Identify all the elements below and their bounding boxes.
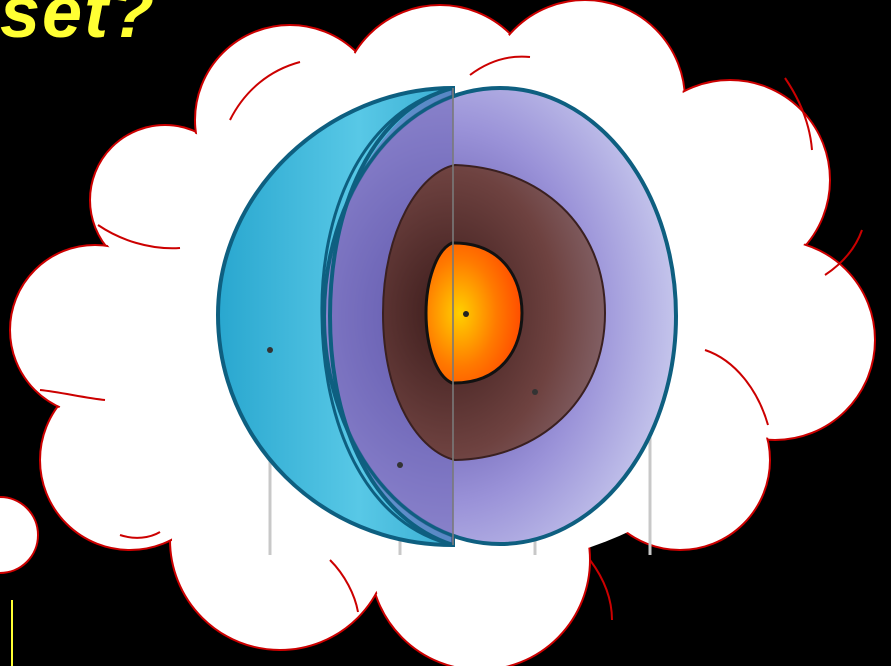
slide-title-fragment: set? (0, 0, 157, 53)
small-thought-circle (0, 496, 39, 574)
core (424, 241, 524, 385)
planet-cutaway-icon (215, 85, 678, 548)
